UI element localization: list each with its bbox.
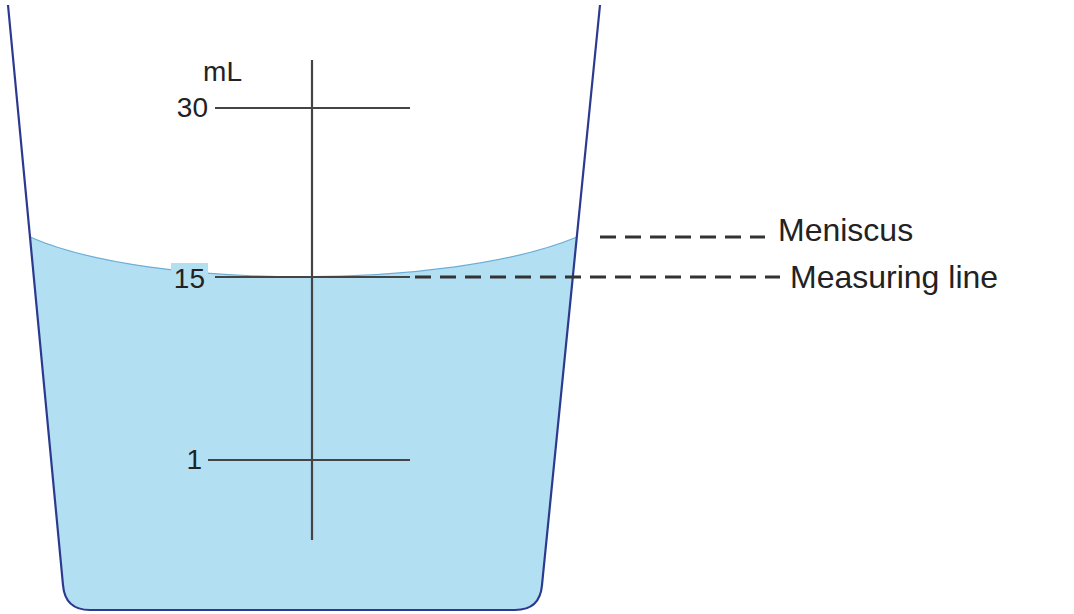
cup-outline: [8, 5, 600, 610]
scale-number: 30: [177, 94, 208, 122]
leader-line: [600, 236, 765, 239]
liquid-surface: [30, 237, 577, 277]
scale-tick: [215, 276, 410, 278]
callout-label: Meniscus: [778, 214, 913, 246]
liquid: [30, 237, 577, 610]
scale-tick: [215, 107, 410, 109]
scale-number: 15: [171, 263, 208, 295]
scale-number: 1: [186, 446, 202, 474]
scale-axis: [311, 60, 313, 540]
leader-line: [415, 276, 780, 279]
scale-tick: [208, 459, 410, 461]
unit-label: mL: [203, 58, 242, 86]
callout-label: Measuring line: [790, 261, 998, 293]
